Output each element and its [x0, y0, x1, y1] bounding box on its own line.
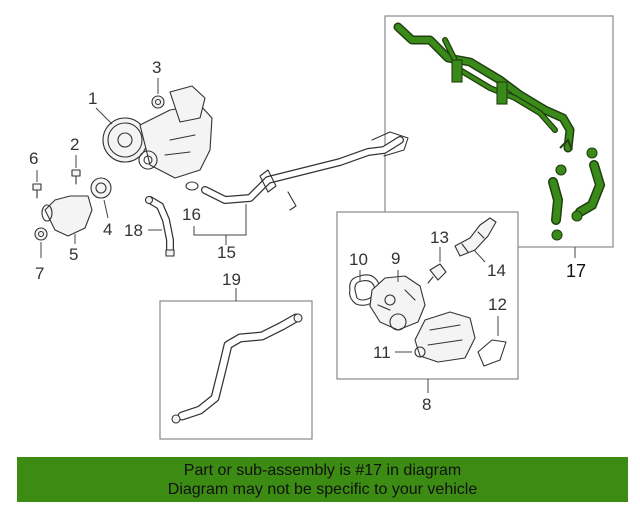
water-inlet-5[interactable]	[41, 195, 93, 237]
callout-5[interactable]: 5	[69, 245, 78, 264]
callout-7[interactable]: 7	[35, 264, 44, 283]
thermostat-11[interactable]	[414, 311, 476, 363]
callout-3[interactable]: 3	[152, 58, 161, 77]
gasket-12[interactable]	[477, 339, 507, 367]
callout-6[interactable]: 6	[29, 149, 38, 168]
temperature-sensor-13[interactable]	[427, 263, 447, 284]
hose-assembly-17[interactable]	[393, 22, 606, 241]
thermostat-housing-9[interactable]	[369, 275, 426, 331]
callout-15[interactable]: 15	[217, 243, 236, 262]
banner-line-2: Diagram may not be specific to your vehi…	[167, 481, 478, 498]
hose-19[interactable]	[171, 313, 303, 424]
water-pump-1[interactable]	[102, 85, 213, 179]
bolt-2[interactable]	[71, 169, 81, 185]
thermostat-4[interactable]	[90, 177, 112, 199]
callout-19[interactable]: 19	[222, 270, 241, 289]
o-ring-16[interactable]	[185, 181, 199, 191]
group-17-box	[384, 15, 614, 248]
water-pipe-15[interactable]	[201, 131, 409, 211]
callout-1[interactable]: 1	[88, 89, 97, 108]
nut-3[interactable]	[151, 95, 165, 109]
callout-12[interactable]: 12	[488, 295, 507, 314]
banner-line-1: Part or sub-assembly is #17 in diagram	[183, 462, 462, 479]
callout-9[interactable]: 9	[391, 249, 400, 268]
callout-10[interactable]: 10	[349, 250, 368, 269]
callout-2[interactable]: 2	[70, 135, 79, 154]
bolt-6[interactable]	[32, 183, 42, 199]
callout-8[interactable]: 8	[422, 395, 431, 414]
callout-4[interactable]: 4	[103, 220, 112, 239]
callout-14[interactable]: 14	[487, 261, 506, 280]
callout-11[interactable]: 11	[373, 343, 391, 362]
callout-16[interactable]: 16	[182, 205, 201, 224]
callout-13[interactable]: 13	[430, 228, 449, 247]
nut-7[interactable]	[34, 227, 48, 241]
connector-14[interactable]	[454, 217, 497, 257]
hose-18[interactable]	[144, 195, 175, 257]
info-banner: Part or sub-assembly is #17 in diagram D…	[17, 457, 628, 502]
callout-17[interactable]: 17	[566, 261, 586, 281]
callout-18[interactable]: 18	[124, 221, 143, 240]
